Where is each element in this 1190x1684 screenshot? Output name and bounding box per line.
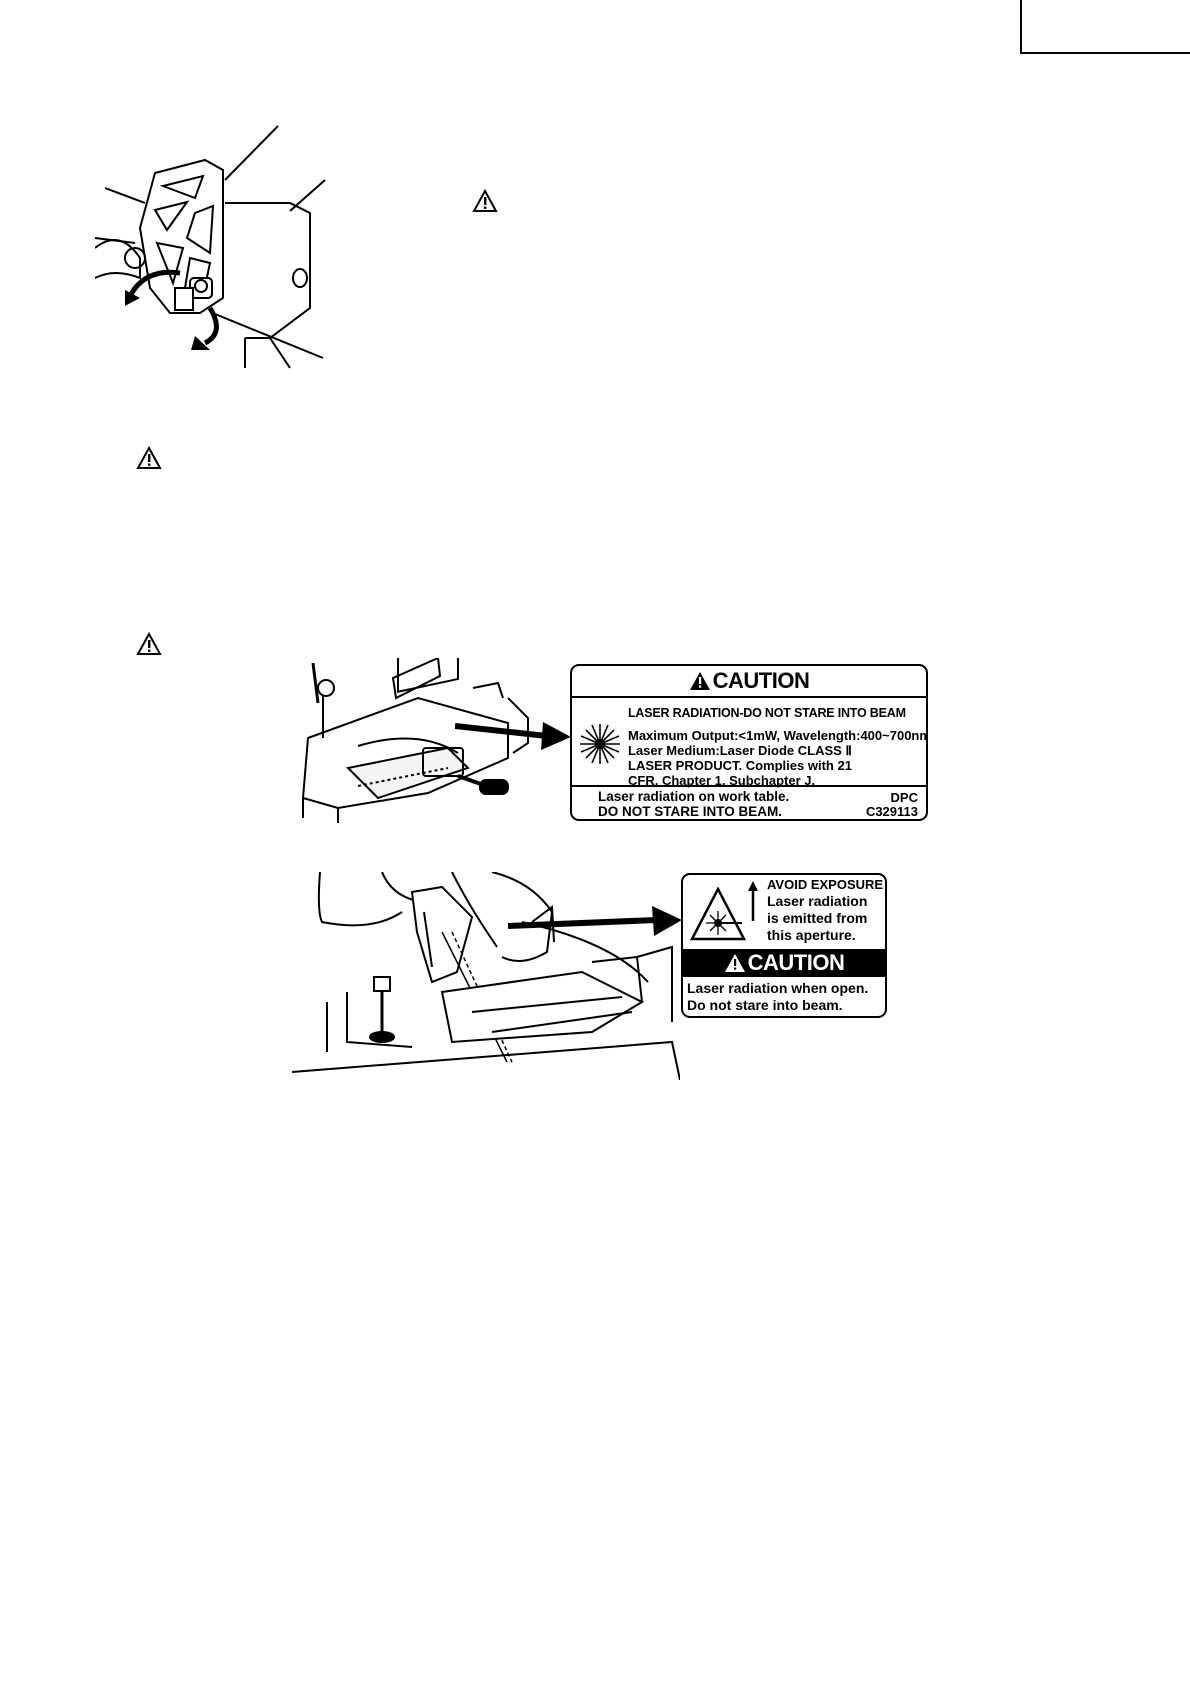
- caution-band: CAUTION: [683, 949, 885, 977]
- fence-adjustment-illustration: [95, 125, 326, 369]
- leader-line-1: [224, 125, 279, 181]
- leader-line-3: [214, 313, 324, 359]
- avoid-exposure-text: AVOID EXPOSURE: [767, 877, 884, 892]
- warning-triangle-icon: [136, 446, 162, 469]
- laser-cutting-illustration: [292, 872, 680, 1080]
- aperture-text: Laser radiation is emitted from this ape…: [767, 893, 868, 943]
- caution-heading-text: CAUTION: [712, 668, 810, 693]
- laser-warning-icon: [690, 887, 746, 941]
- warning-triangle-icon: [136, 632, 162, 655]
- base-bracket: [225, 202, 311, 339]
- pointer-arrow-icon: [455, 722, 571, 750]
- caution-label-laser-radiation: CAUTION LASER RADIATION-DO NOT STARE INT…: [570, 664, 928, 821]
- label-code: DPC C329113: [865, 790, 918, 819]
- laser-spec-text: Maximum Output:<1mW, Wavelength:400~700n…: [628, 728, 928, 788]
- open-warning-text: Laser radiation when open. Do not stare …: [687, 980, 869, 1013]
- warning-triangle-icon: [689, 672, 710, 690]
- page-tab-box: [1020, 0, 1190, 54]
- caution-label-aperture: AVOID EXPOSURE Laser radiation is emitte…: [681, 873, 887, 1018]
- laser-warning-line: LASER RADIATION-DO NOT STARE INTO BEAM: [628, 706, 906, 720]
- caution-heading-text: CAUTION: [747, 950, 845, 975]
- warning-triangle-icon: [472, 189, 498, 212]
- laser-starburst-icon: [580, 724, 620, 764]
- caution-heading: CAUTION: [572, 666, 926, 698]
- up-arrow-icon: [748, 881, 758, 921]
- miter-saw-illustration: [301, 658, 529, 823]
- laser-footer-text: Laser radiation on work table. DO NOT ST…: [598, 789, 790, 819]
- pointer-arrow-icon: [508, 906, 682, 936]
- warning-triangle-icon: [724, 954, 745, 972]
- sub-fence-plate: [138, 158, 224, 314]
